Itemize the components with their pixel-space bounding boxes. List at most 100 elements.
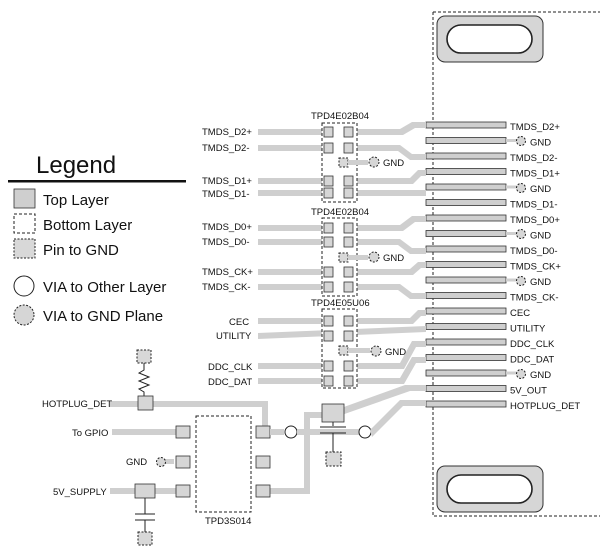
esd-chip-pad [343,222,354,234]
connector-pin-pad [425,400,507,408]
legend-top-layer-swatch [13,188,36,209]
connector-pin-pad [425,338,507,346]
gnd-via [368,251,380,263]
signal-label-tmds-ckn: TMDS_CK- [202,282,251,293]
connector-pin-label: TMDS_CK+ [510,262,561,273]
connector-pin-list: TMDS_D2+GNDTMDS_D2-TMDS_D1+GNDTMDS_D1-TM… [425,121,580,412]
esd-chip-pad [323,126,334,138]
esd-chip-pad [323,266,334,278]
connector-mounting-hole-bottom [436,465,544,513]
gnd-via [516,183,526,193]
chip-label-tpd4e02b04-top: TPD4E02B04 [311,111,369,122]
gnd-label: GND [383,158,404,169]
connector-pin-pad [425,369,507,377]
chip-tpd3s014 [195,415,252,513]
cap-pad [134,483,156,499]
esd-chip-pad [323,315,334,327]
pullup-resistor [137,363,151,397]
capacitor [135,498,155,532]
power-section [110,349,426,546]
connector-pin-pad [425,137,507,144]
esd-chip-pad [343,187,354,199]
connector-pin-pad [425,276,507,284]
connector-pin-pad [425,307,507,315]
connector-pin-pad [425,199,507,206]
esd-chip-pad [323,175,334,187]
resistor-gnd-pad [136,349,152,364]
connector-pin-label: TMDS_D2+ [510,122,560,133]
gnd-label: GND [383,253,404,264]
legend-pin-to-gnd-label: Pin to GND [43,242,119,259]
legend-bottom-layer-label: Bottom Layer [43,217,132,234]
trace-group-cec-ddc: GND [258,308,426,389]
connector-pin-pad [425,245,507,253]
connector-pin-label: GND [530,138,551,149]
left-signal-labels: TMDS_D2+ TMDS_D2- TMDS_D1+ TMDS_D1- TMDS… [42,127,253,498]
connector-pin-label: TMDS_D2- [510,153,558,164]
hdmi-connector [432,11,600,517]
gnd-stub [506,278,518,282]
connector-pin-label: GND [530,370,551,381]
legend-via-other-layer-swatch [13,275,35,297]
chip-pad [175,484,191,498]
esd-chip-pad [323,187,334,199]
legend-underline [8,180,186,183]
connector-pin-label: UTILITY [510,324,546,335]
via-other-layer [358,425,372,439]
connector-pin-label: DDC_CLK [510,339,555,350]
legend-via-gnd-plane-label: VIA to GND Plane [43,308,163,325]
connector-pin-pad [425,292,507,299]
cap-pad [321,403,345,423]
esd-chip-pad [343,281,354,293]
cap-gnd-pad [325,451,342,467]
connector-pin-label: 5V_OUT [510,386,547,397]
signal-label-cec: CEC [229,317,249,328]
gnd-via [156,457,166,467]
esd-chip-pad [343,375,354,387]
resistor-pad [137,395,154,411]
connector-pin-pad [425,230,507,237]
legend-via-other-layer-label: VIA to Other Layer [43,279,166,296]
cap-gnd-pad [137,531,153,546]
legend: Legend Top Layer Bottom Layer Pin to GND… [8,152,186,326]
esd-chip-pad [323,375,334,387]
connector-pin-label: CEC [510,308,530,319]
connector-gnd-vias [516,136,526,379]
connector-pin-label: GND [530,184,551,195]
gnd-via [516,276,526,286]
via-other-layer [284,425,298,439]
signal-label-utility: UTILITY [216,331,252,342]
gnd-stub [506,139,518,142]
connector-pin-pad [425,385,507,392]
capacitor [320,422,346,452]
chip-pad [175,455,191,469]
signal-label-tmds-ckp: TMDS_CK+ [202,267,253,278]
esd-chip-pad [323,222,334,234]
chip-pad [175,425,191,439]
gnd-via [370,345,382,357]
signal-label-tmds-d0n: TMDS_D0- [202,237,250,248]
chip-pad [255,484,271,498]
connector-pin-pad [425,183,507,191]
signal-label-ddc-dat: DDC_DAT [208,377,252,388]
connector-pin-label: TMDS_D0- [510,246,558,257]
legend-top-layer-label: Top Layer [43,192,109,209]
esd-chip-pad [323,281,334,293]
esd-chip-pad [343,360,354,372]
legend-pin-to-gnd-swatch [13,238,36,259]
connector-pin-pad [425,152,507,160]
signal-label-gnd: GND [126,457,147,468]
esd-chip-pad [343,330,354,342]
signal-label-ddc-clk: DDC_CLK [208,362,253,373]
connector-pin-label: HOTPLUG_DET [510,401,580,412]
legend-via-gnd-plane-swatch [13,304,35,326]
signal-label-tmds-d1n: TMDS_D1- [202,189,250,200]
chip-label-tpd4e05u06: TPD4E05U06 [311,298,370,309]
chip-gnd-pad [338,157,349,168]
gnd-stub [506,371,518,375]
esd-chip-pad [323,360,334,372]
chip-label-tpd3s014: TPD3S014 [205,516,251,527]
connector-pin-label: DDC_DAT [510,355,554,366]
esd-chip-pad [343,236,354,248]
connector-pin-label: GND [530,231,551,242]
